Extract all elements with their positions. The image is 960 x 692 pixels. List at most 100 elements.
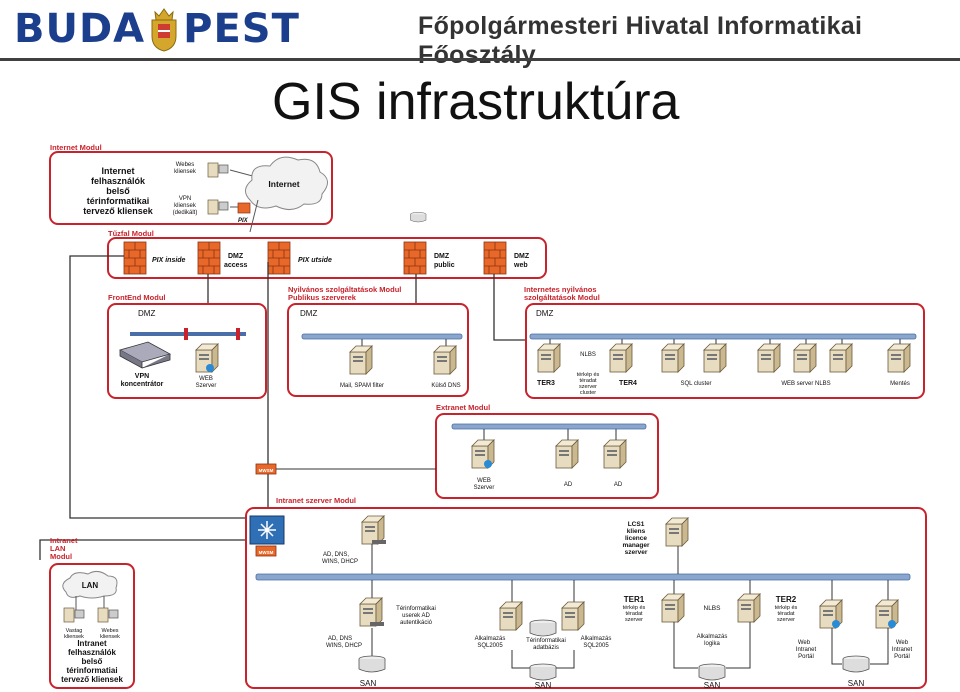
ter2-sub-line3: szerver	[777, 617, 795, 623]
lcs-line2: kliens	[627, 528, 646, 535]
vpn-kliensek-line3: (dedikált)	[173, 210, 198, 216]
lan-users-line3: belső	[82, 657, 103, 666]
frontend-web-line2: Szerver	[196, 383, 217, 389]
san-2-label: SAN	[535, 681, 552, 690]
mail-server-label: Mail, SPAM filter	[340, 383, 384, 389]
extranet-ad2-label: AD	[614, 482, 623, 488]
vastag-line2: kliensek	[64, 634, 84, 640]
cluster-line4: cluster	[580, 390, 596, 396]
logo-left-text: BUDA	[14, 6, 146, 52]
intranet-server-module-label: Intranet szerver Modul	[276, 496, 356, 505]
internet-cloud-label: Internet	[268, 179, 299, 189]
ter1-sub-line2: téradat	[625, 611, 643, 617]
budapest-logo: BUDA PEST	[14, 2, 300, 56]
web-nlbs-server-3-icon	[829, 343, 853, 373]
extranet-web-line1: WEB	[477, 478, 491, 484]
webes-lan-line1: Webes	[101, 628, 118, 634]
cluster-line1: térkép és	[577, 372, 600, 378]
internet-module-label: Internet Modul	[50, 143, 102, 152]
sql-a-line1: Alkalmazás	[475, 636, 506, 642]
vpn-concentrator-line1: VPN	[135, 373, 149, 380]
web2-line1: Web	[896, 640, 909, 646]
logika-line1: Alkalmazás	[697, 634, 728, 640]
mail-server-icon	[349, 345, 373, 375]
ad-dns2-line1: AD, DNS	[328, 636, 352, 642]
logika-line2: logika	[704, 641, 720, 647]
public-module-label-1: Nyilvános szolgáltatások Modul	[288, 285, 401, 294]
extranet-ad-server-2-icon	[603, 439, 627, 469]
ter2-sub-line2: téradat	[777, 611, 795, 617]
logo-right-text: PEST	[183, 6, 300, 52]
ter2-label: TER2	[776, 595, 797, 604]
ter3-label: TER3	[537, 380, 555, 387]
internet-users-line4: térinformatikai	[87, 196, 150, 206]
internetes-module-label-1: Internetes nyilvános	[524, 285, 597, 294]
ad-dns-server-icon	[361, 515, 385, 545]
vpn-kliensek-line2: kliensek	[174, 203, 197, 209]
san-4-label: SAN	[848, 679, 865, 688]
pix-label: PIX	[238, 218, 249, 224]
vpn-concentrator-line2: koncentrátor	[121, 381, 164, 388]
ter1-sub-line3: szerver	[625, 617, 643, 623]
internet-users-line5: tervező kliensek	[83, 206, 154, 216]
terinf-users-line3: autentikáció	[400, 620, 433, 626]
pix-inside-label: PIX inside	[152, 257, 186, 264]
ter3-server-icon	[537, 343, 561, 373]
lan-cloud-label: LAN	[82, 581, 99, 590]
lcs-line3: licence	[625, 535, 647, 542]
dmz-access-firewall-icon	[197, 241, 221, 275]
intranet-server-module: Intranet szerver Modul MWSM AD, DNS, WIN…	[245, 496, 927, 690]
san-4-icon	[842, 655, 870, 673]
lcs-server-icon	[665, 517, 689, 547]
mwsm-1-label: MWSM	[259, 468, 274, 473]
intranet-ad-dns-server-icon	[359, 597, 383, 627]
extranet-module: Extranet Modul WEB Szerver AD AD	[435, 403, 659, 499]
lan-users-line4: térinformatiai	[66, 666, 117, 675]
san-1-label: SAN	[360, 679, 377, 688]
ter1-label: TER1	[624, 595, 645, 604]
lan-users-line5: tervező kliensek	[61, 675, 123, 684]
ter1-sub-line1: térkép és	[623, 605, 646, 611]
dmz-access-label-2: access	[224, 262, 247, 269]
ad-dns-line2: WINS, DHCP	[322, 559, 358, 565]
extranet-bus	[451, 423, 647, 430]
pix-firewall-icon	[237, 202, 251, 214]
lan-module-label-1: Intranet	[50, 536, 78, 545]
firewall-module: Tűzfal Modul PIX inside DMZ access PIX u…	[107, 229, 547, 279]
extranet-web-line2: Szerver	[474, 485, 495, 491]
pix-utside-label: PIX utside	[298, 257, 332, 264]
ter2-server-icon	[737, 593, 761, 623]
internetes-nlbs-label: NLBS	[580, 352, 596, 358]
dmz-web-label-1: DMZ	[514, 253, 530, 260]
dns-server-icon	[433, 345, 457, 375]
internet-users-line1: Internet	[101, 166, 134, 176]
sql-b-server-icon	[561, 601, 585, 631]
internet-cloud-icon	[245, 156, 328, 210]
web-nlbs-server-1-icon	[757, 343, 781, 373]
web2-line2: Intranet	[892, 647, 913, 653]
web-nlbs-server-2-icon	[793, 343, 817, 373]
terinf-db-line1: Térinformatikai	[526, 638, 566, 644]
dmz-public-label-2: public	[434, 262, 455, 269]
frontend-module-label: FrontEnd Modul	[108, 293, 165, 302]
dns-server-label: Külső DNS	[431, 383, 460, 389]
extranet-ad1-label: AD	[564, 482, 573, 488]
intranet-lan-module: Intranet LAN Modul LAN Vastag kliensek W…	[49, 536, 135, 689]
lan-module-label-3: Modul	[50, 552, 72, 561]
mwsm-2-icon	[255, 545, 277, 557]
lcs-line1: LCS1	[628, 521, 645, 528]
internet-module: Internet Modul Internet felhasználók bel…	[49, 143, 333, 233]
lan-users-line1: Intranet	[77, 639, 107, 648]
sql-b-line2: SQL2005	[583, 643, 609, 649]
dmz-web-firewall-icon	[483, 241, 507, 275]
sql-a-line2: SQL2005	[477, 643, 503, 649]
sql-disk-icon	[410, 212, 427, 223]
internet-users-line2: felhasználók	[91, 176, 146, 186]
internet-users-line3: belső	[106, 186, 130, 196]
vastag-line1: Vastag	[66, 628, 83, 634]
lcs-line5: szerver	[625, 549, 648, 556]
intranet-bus	[255, 573, 911, 581]
ter2-sub-line1: térkép és	[775, 605, 798, 611]
san-2-icon	[529, 663, 557, 681]
header-divider	[0, 58, 960, 61]
